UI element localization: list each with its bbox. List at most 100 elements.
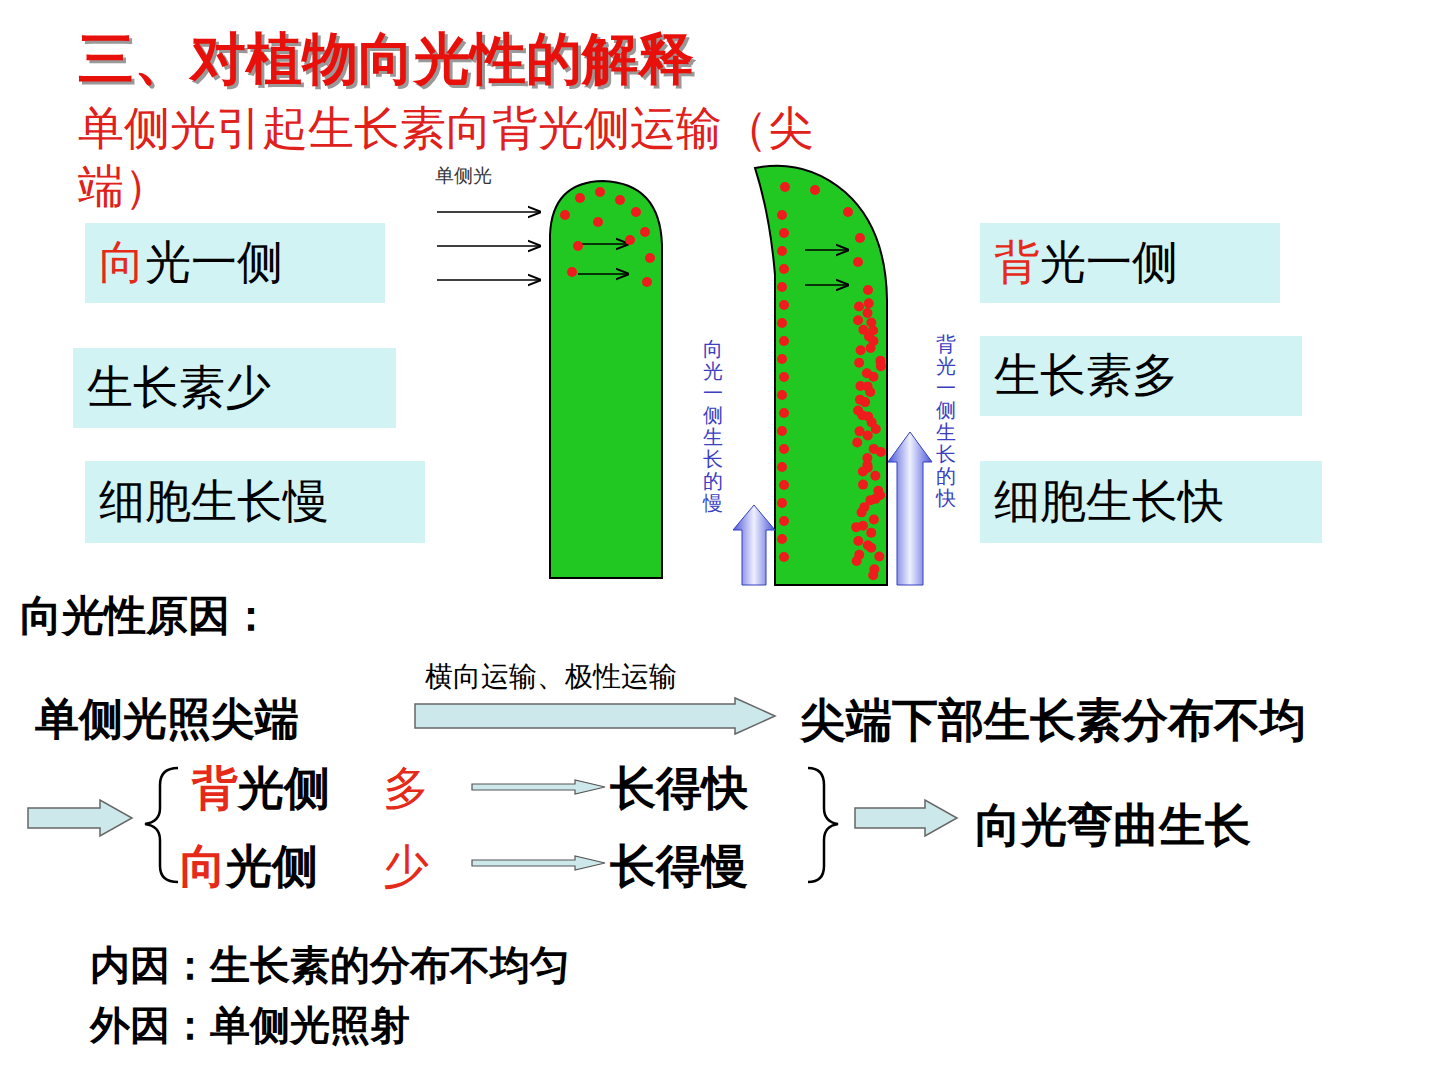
auxin-dot xyxy=(860,397,870,407)
auxin-dot xyxy=(640,227,650,237)
auxin-dots xyxy=(560,182,886,580)
brace-left xyxy=(145,768,178,882)
auxin-dot xyxy=(865,387,875,397)
block-arrow xyxy=(28,800,132,836)
box-text: 向光一侧 xyxy=(99,232,283,294)
auxin-dot xyxy=(642,277,652,287)
auxin-dot xyxy=(851,522,861,532)
label-box: 生长素少 xyxy=(73,348,396,428)
auxin-dot xyxy=(858,480,868,490)
thin-arrow xyxy=(472,780,605,794)
auxin-dot xyxy=(777,390,787,400)
light-arrows xyxy=(437,212,540,280)
block-arrow xyxy=(415,698,775,734)
auxin-dot xyxy=(777,534,787,544)
shoot-straight xyxy=(550,181,662,578)
label-box: 向光一侧 xyxy=(85,223,385,303)
label-box: 细胞生长快 xyxy=(980,461,1322,543)
auxin-dot xyxy=(857,507,867,517)
box-text: 细胞生长慢 xyxy=(99,471,329,533)
auxin-dot xyxy=(779,336,789,346)
label-box: 生长素多 xyxy=(980,336,1302,416)
auxin-dot xyxy=(870,471,880,481)
auxin-dot xyxy=(866,528,876,538)
auxin-dot xyxy=(843,207,853,217)
vertical-label: 向光一侧生长的慢 xyxy=(703,338,723,514)
box-text: 背光一侧 xyxy=(994,232,1178,294)
box-text: 生长素多 xyxy=(994,345,1178,407)
auxin-dot xyxy=(863,285,873,295)
text-label: 长得快 xyxy=(610,758,748,820)
auxin-dot xyxy=(868,570,878,580)
auxin-dot xyxy=(779,408,789,418)
transport-arrows xyxy=(805,250,848,285)
text-label: 少 xyxy=(383,836,429,898)
text-label: 多 xyxy=(383,758,429,820)
auxin-dot xyxy=(871,424,881,434)
label-box: 背光一侧 xyxy=(980,223,1280,303)
text-label: 内因：生长素的分布不均匀 xyxy=(90,938,570,993)
auxin-dot xyxy=(780,182,790,192)
text-label: 向光弯曲生长 xyxy=(975,795,1251,857)
auxin-dot xyxy=(777,462,787,472)
auxin-dot xyxy=(864,298,874,308)
growth-arrow-fast xyxy=(888,432,932,585)
transport-arrows xyxy=(578,244,628,274)
auxin-dot xyxy=(779,300,789,310)
text-label: 长得慢 xyxy=(610,836,748,898)
brace-right xyxy=(808,768,838,882)
text-label: 向光性原因： xyxy=(20,588,272,644)
text-label: 向光侧 xyxy=(180,836,318,898)
text-label: 单侧光引起生长素向背光侧运输（尖端） xyxy=(78,100,878,215)
text-label: 尖端下部生长素分布不均 xyxy=(800,690,1306,752)
auxin-dot xyxy=(573,241,583,251)
auxin-dot xyxy=(777,354,787,364)
thin-arrow xyxy=(472,856,605,870)
auxin-dot xyxy=(853,536,863,546)
auxin-dot xyxy=(854,301,864,311)
auxin-dot xyxy=(876,447,886,457)
auxin-dot xyxy=(779,516,789,526)
auxin-dot xyxy=(625,235,635,245)
auxin-dot xyxy=(856,345,866,355)
auxin-dot xyxy=(863,431,873,441)
auxin-dot xyxy=(852,437,862,447)
auxin-dot xyxy=(777,282,787,292)
auxin-dot xyxy=(575,193,585,203)
vertical-label: 背光一侧生长的快 xyxy=(936,333,956,509)
auxin-dot xyxy=(853,257,863,267)
shoot-bent xyxy=(755,166,887,585)
auxin-dot xyxy=(779,552,789,562)
auxin-dot xyxy=(777,246,787,256)
auxin-dot xyxy=(779,264,789,274)
auxin-dot xyxy=(779,444,789,454)
auxin-dot xyxy=(593,217,603,227)
block-arrow xyxy=(855,800,957,836)
auxin-dot xyxy=(777,318,787,328)
label-box: 细胞生长慢 xyxy=(85,461,425,543)
auxin-dot xyxy=(874,552,884,562)
auxin-dot xyxy=(779,228,789,238)
auxin-dot xyxy=(615,195,625,205)
auxin-dot xyxy=(866,343,876,353)
text-label: 单侧光照尖端 xyxy=(35,690,299,749)
text-label: 单侧光 xyxy=(435,163,492,189)
box-text: 细胞生长快 xyxy=(994,471,1224,533)
auxin-dot xyxy=(852,556,862,566)
auxin-dot xyxy=(868,372,878,382)
auxin-dot xyxy=(595,187,605,197)
auxin-dot xyxy=(863,308,873,318)
text-label: 背光侧 xyxy=(192,758,330,820)
auxin-dot xyxy=(810,185,820,195)
auxin-dot xyxy=(869,514,879,524)
auxin-dot xyxy=(560,210,570,220)
title: 三、对植物向光性的解释 xyxy=(78,22,694,98)
auxin-dot xyxy=(876,361,886,371)
auxin-dot xyxy=(855,233,865,243)
auxin-dot xyxy=(567,267,577,277)
auxin-dot xyxy=(777,210,787,220)
auxin-dot xyxy=(853,315,863,325)
auxin-dot xyxy=(779,372,789,382)
auxin-dot xyxy=(866,543,876,553)
auxin-dot xyxy=(777,426,787,436)
